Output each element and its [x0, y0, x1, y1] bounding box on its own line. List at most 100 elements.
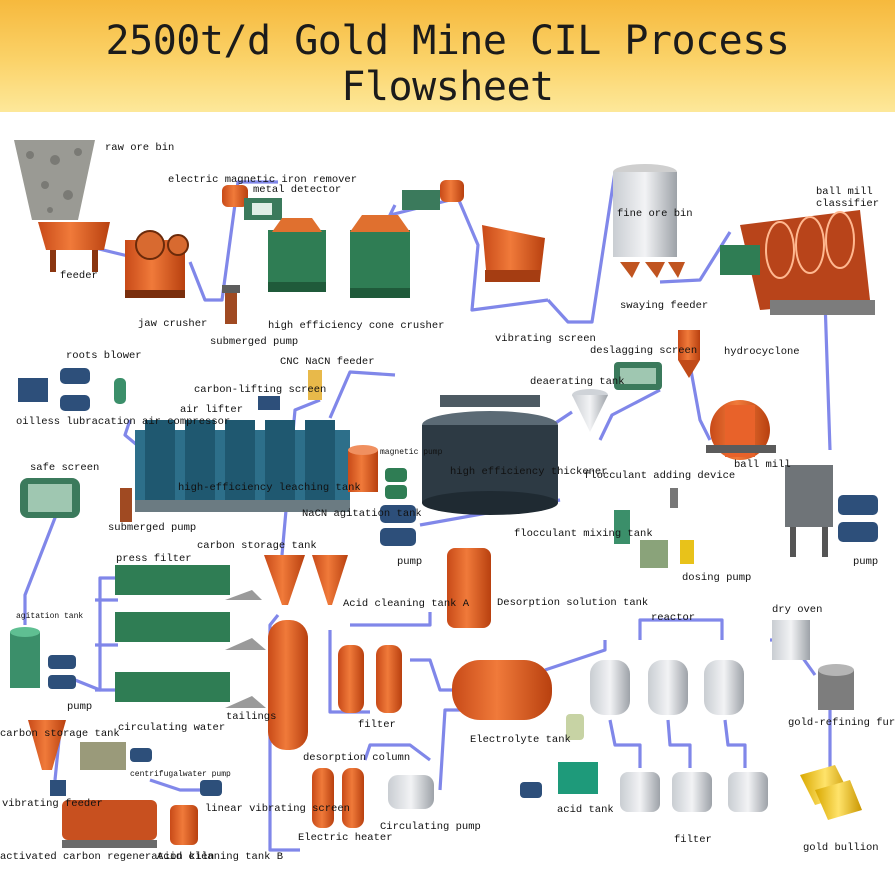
label-filter-mid: filter	[358, 719, 396, 731]
label-dry-oven: dry oven	[772, 604, 823, 616]
cone-crusher-1	[268, 218, 326, 292]
label-thickener: high efficiency thickener	[450, 466, 608, 478]
label-pump-thickener: pump	[397, 556, 423, 568]
iron-remover	[222, 185, 248, 207]
label-dosing-pump: dosing pump	[682, 572, 752, 584]
ball-mill-classifier	[720, 210, 875, 315]
label-centrifugal-water-pump: centrifugalwater pump	[130, 770, 231, 779]
label-regeneration-kiln: activated carbon regeneration kiln	[0, 851, 215, 863]
feeder	[38, 222, 110, 272]
label-fine-ore-bin: fine ore bin	[617, 208, 693, 220]
label-desorption-column: desorption column	[303, 752, 411, 764]
label-feeder: feeder	[60, 270, 98, 282]
gold-furnace	[818, 664, 854, 710]
cooling-tower	[558, 762, 598, 794]
title-banner	[0, 0, 895, 112]
gold-bullion-bars	[800, 765, 862, 820]
acid-cleaning-tank-b	[170, 805, 198, 845]
vibrating-screen	[482, 225, 545, 282]
filter-bottom	[620, 772, 768, 812]
label-press-filter: press filter	[116, 553, 192, 565]
cnc-feeder	[308, 370, 322, 400]
iron-remover-2	[402, 180, 464, 210]
dry-oven	[772, 620, 810, 660]
magnetic-pump	[385, 468, 407, 499]
label-raw-ore-bin: raw ore bin	[105, 142, 175, 154]
label-flocculant-mixing-tank: flocculant mixing tank	[514, 528, 653, 540]
label-deslagging-screen: deslagging screen	[590, 345, 698, 357]
acid-tank-pump	[520, 782, 542, 798]
reactors	[590, 660, 744, 715]
carbon-storage-tank-top	[264, 555, 348, 605]
label-electric-heater: Electric heater	[298, 832, 393, 844]
label-nacn-agitation-tank: NaCN agitation tank	[302, 508, 422, 520]
label-ball-mill-classifier: ball mill classifier	[816, 186, 880, 210]
label-tailings: tailings	[226, 711, 277, 723]
label-jaw-crusher: jaw crusher	[138, 318, 208, 330]
press-filters	[115, 565, 266, 708]
label-carbon-storage-tank-bottom: carbon storage tank	[0, 728, 120, 740]
deslagging-screen	[614, 362, 662, 390]
label-pump-right: pump	[853, 556, 879, 568]
metal-detector	[244, 198, 282, 220]
roots-blower	[18, 368, 126, 411]
label-filter-bottom: filter	[674, 834, 712, 846]
flocculant-device	[614, 488, 694, 568]
label-flocculant-adding-device: flocculant adding device	[584, 470, 736, 482]
carbon-lifting-screen	[258, 396, 280, 410]
circulating-water-pool	[80, 742, 152, 770]
label-gold-bullion: gold bullion	[803, 842, 879, 854]
cone-crusher-2	[350, 215, 410, 298]
label-cnc-feeder: CNC NaCN feeder	[280, 356, 375, 368]
label-ball-mill: ball mill	[734, 459, 791, 471]
thickener	[422, 395, 558, 515]
label-roots-blower: roots blower	[66, 350, 142, 362]
label-swaying-feeder: swaying feeder	[620, 300, 709, 312]
leaching-tanks	[135, 420, 350, 512]
nacn-agitation-tank	[348, 445, 378, 492]
label-circulating-pump: Circulating pump	[380, 821, 481, 833]
regeneration-kiln	[62, 800, 157, 848]
label-submerged-pump-top: submerged pump	[210, 336, 299, 348]
feeder-box	[785, 465, 833, 557]
label-gold-refining-furnace: gold-refining furnace	[788, 717, 895, 729]
submerged-pump-left	[120, 488, 132, 522]
label-acid-cleaning-tank-b: Acid cleaning tank B	[157, 851, 284, 863]
label-circulating-water: circulating water	[118, 722, 226, 734]
electrolyte-tank	[452, 660, 552, 720]
fine-ore-bin	[613, 164, 685, 278]
label-oilless-compressor: oilless lubracation air compressor	[16, 416, 231, 428]
desorption-tower	[268, 620, 308, 750]
label-vibrating-screen: vibrating screen	[495, 333, 596, 345]
label-leaching-tank: high-efficiency leaching tank	[178, 482, 361, 494]
label-agitation-tank: agitation tank	[16, 612, 84, 621]
label-safe-screen: safe screen	[30, 462, 100, 474]
small-acid-tank	[566, 714, 584, 740]
linear-vibrating-screen-pump	[200, 780, 222, 796]
vibrating-feeder	[50, 780, 66, 796]
ball-mill	[706, 400, 776, 460]
carbon-storage-tank-bottom	[28, 720, 66, 770]
label-carbon-lifting-screen: carbon-lifting screen	[194, 384, 327, 396]
label-carbon-storage-tank-top: carbon storage tank	[197, 540, 317, 552]
safe-screen	[20, 478, 80, 518]
label-iron-remover: electric magnetic iron remover	[168, 174, 358, 186]
label-submerged-pump-left: submerged pump	[108, 522, 197, 534]
label-magnetic-pump: magnetic pump	[380, 448, 443, 457]
label-acid-cleaning-tank-a: Acid cleaning tank A	[343, 598, 470, 610]
label-vibrating-feeder: vibrating feeder	[2, 798, 103, 810]
label-air-lifter: air lifter	[180, 404, 244, 416]
label-desorption-solution-tank: Desorption solution tank	[497, 597, 649, 609]
pump-thickener	[380, 505, 416, 546]
equipment-drawing	[10, 140, 878, 852]
flowsheet-diagram: raw ore bin electric magnetic iron remov…	[0, 112, 895, 874]
label-pump-left: pump	[67, 701, 93, 713]
circulating-pump	[388, 775, 434, 809]
desorption-solution-tank	[447, 548, 491, 628]
label-cone-crusher: high efficiency cone crusher	[268, 320, 445, 332]
label-deaerating-tank: deaerating tank	[530, 376, 625, 388]
diagram-title: 2500t/d Gold Mine CIL Process Flowsheet	[105, 18, 790, 110]
raw-ore-bin	[14, 140, 95, 220]
hydrocyclone	[678, 330, 700, 378]
jaw-crusher	[125, 230, 189, 298]
